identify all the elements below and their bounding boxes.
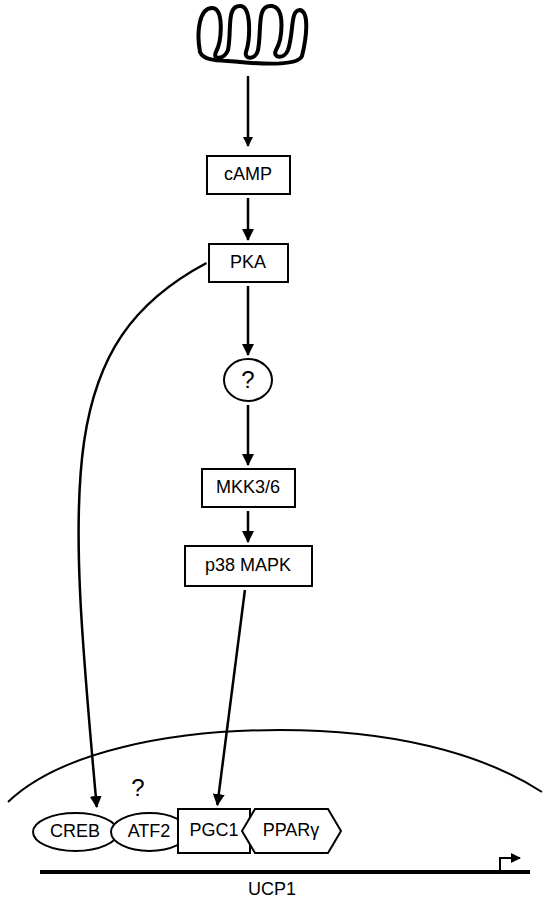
unknown-circle: ? [223,358,273,402]
node-text: ATF2 [128,822,171,842]
receptor-hexagon: PPARγ [241,808,342,854]
gene-line [40,870,530,874]
node-text: CREB [50,822,100,842]
receptor-squiggle [199,6,307,64]
kinase-box: PKA [208,243,289,283]
node-text: PGC1 [189,821,238,841]
promoter-arrow [500,858,520,872]
gene-name: UCP1 [248,880,296,900]
factor-ellipse: CREB [32,812,119,852]
signal-arrow [79,263,207,807]
signal-arrow [247,286,250,355]
signal-arrow [217,590,245,805]
node-text: p38 MAPK [205,556,291,576]
signal-arrow [247,198,250,240]
node-text: PPARγ [263,821,320,841]
unknown-mark: ? [131,775,144,801]
messenger-box: cAMP [206,155,291,195]
coactivator-box: PGC1 [177,808,251,854]
node-text: ? [241,367,254,393]
node-text: MKK3/6 [216,478,280,498]
signal-arrow [247,511,250,542]
node-text: cAMP [224,165,272,185]
kinase-box: p38 MAPK [184,545,313,587]
signal-arrow [247,405,250,465]
kinase-box: MKK3/6 [201,468,296,508]
node-text: PKA [230,253,266,273]
nucleus-envelope [8,730,542,802]
signal-arrow [247,76,250,146]
